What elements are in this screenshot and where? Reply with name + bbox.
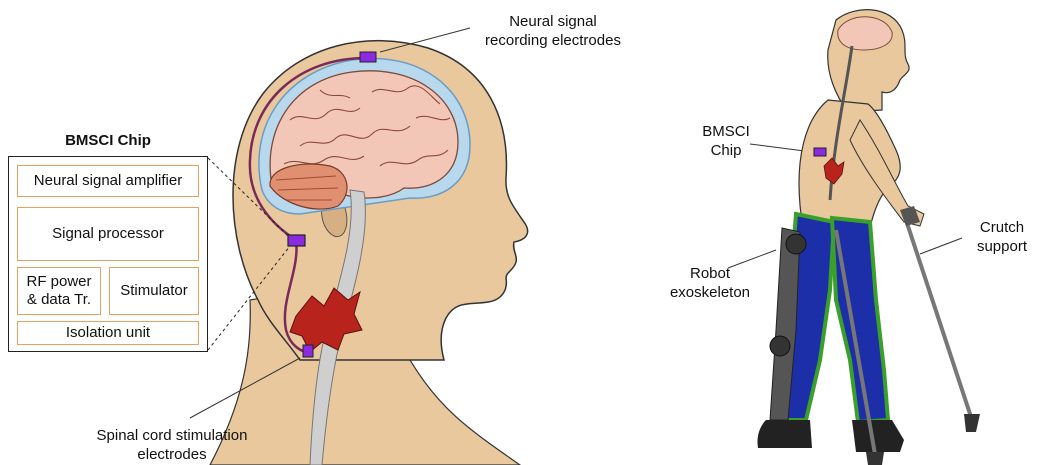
walking-figure <box>757 10 980 465</box>
recording-electrode <box>360 52 376 62</box>
bmsci-chip-implant <box>288 235 305 246</box>
back-shoe <box>757 420 812 448</box>
label-recording-electrodes: Neural signal recording electrodes <box>458 12 648 50</box>
block-processor: Signal processor <box>17 207 199 261</box>
block-rf: RF power & data Tr. <box>17 267 101 315</box>
chip-block-diagram: Neural signal amplifier Signal processor… <box>8 156 208 352</box>
knee-joint <box>770 336 790 356</box>
label-robot-exoskeleton: Robot exoskeleton <box>660 264 760 302</box>
figure-brain <box>838 17 892 50</box>
block-isolation: Isolation unit <box>17 321 199 345</box>
label-bmsci-chip: BMSCI Chip <box>690 122 762 160</box>
head-illustration <box>210 41 528 465</box>
label-spinal-stimulation: Spinal cord stimulation electrodes <box>64 426 280 464</box>
stimulation-electrode <box>303 345 313 357</box>
hip-joint <box>786 234 806 254</box>
chip-title: BMSCI Chip <box>8 132 208 149</box>
block-stimulator: Stimulator <box>109 267 199 315</box>
figure-chip <box>814 148 826 156</box>
front-shoe <box>852 420 904 452</box>
label-crutch-support: Crutch support <box>962 218 1042 256</box>
block-amplifier: Neural signal amplifier <box>17 165 199 197</box>
